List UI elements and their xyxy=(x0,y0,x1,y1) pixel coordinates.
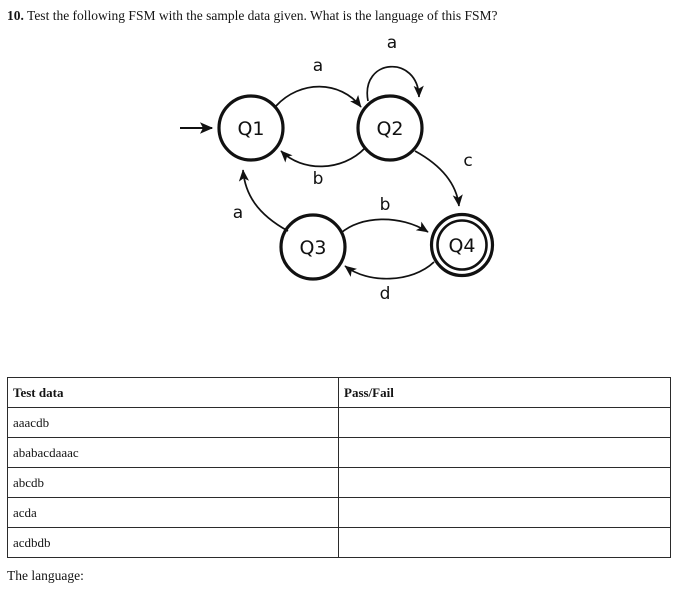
language-answer-prompt: The language: xyxy=(7,568,84,583)
test-data-table: Test data Pass/Fail aaacdb ababacdaaac a… xyxy=(7,377,671,558)
state-label-q2: Q2 xyxy=(376,118,403,140)
edge-label-q3-q1-a: a xyxy=(233,203,243,223)
transition-q3-q4: b xyxy=(340,195,429,234)
cell-test-data: acda xyxy=(7,497,339,528)
edge-label-q2-q1-b: b xyxy=(313,169,324,189)
transition-q1-q2: a xyxy=(275,56,362,108)
table-row: ababacdaaac xyxy=(7,437,671,468)
transition-q2-q1: b xyxy=(280,147,366,189)
cell-test-data: abcdb xyxy=(7,467,339,498)
edge-label-q2-self-a: a xyxy=(387,34,397,53)
table-row: acdbdb xyxy=(7,527,671,558)
fsm-state-diagram: Q1 Q2 Q3 Q4 a a b xyxy=(0,34,685,334)
state-node-q2: Q2 xyxy=(356,94,424,162)
edge-label-q3-q4-b: b xyxy=(380,195,391,215)
state-label-q1: Q1 xyxy=(237,118,264,140)
state-node-q3: Q3 xyxy=(279,213,347,281)
table-header-row: Test data Pass/Fail xyxy=(7,377,671,408)
transition-q2-q4: c xyxy=(414,150,473,207)
edge-label-q4-q3-d: d xyxy=(380,284,391,304)
transition-q4-q3: d xyxy=(344,261,435,304)
column-header-test-data: Test data xyxy=(7,377,339,408)
question-text: Test the following FSM with the sample d… xyxy=(27,8,498,23)
table-row: acda xyxy=(7,497,671,528)
state-node-q4-accepting: Q4 xyxy=(429,212,495,278)
edge-label-q2-q4-c: c xyxy=(463,151,472,171)
cell-pass-fail[interactable] xyxy=(338,467,671,498)
edge-label-q1-q2-a: a xyxy=(313,56,323,76)
question-line: 10. Test the following FSM with the samp… xyxy=(7,7,677,24)
fsm-svg-canvas: Q1 Q2 Q3 Q4 a a b xyxy=(180,34,495,304)
cell-pass-fail[interactable] xyxy=(338,497,671,528)
table-row: abcdb xyxy=(7,467,671,498)
cell-test-data: ababacdaaac xyxy=(7,437,339,468)
column-header-pass-fail: Pass/Fail xyxy=(338,377,671,408)
question-number: 10. xyxy=(7,8,24,23)
state-label-q3: Q3 xyxy=(299,237,326,259)
cell-pass-fail[interactable] xyxy=(338,527,671,558)
cell-test-data: acdbdb xyxy=(7,527,339,558)
state-node-q1: Q1 xyxy=(217,94,285,162)
cell-pass-fail[interactable] xyxy=(338,437,671,468)
cell-test-data: aaacdb xyxy=(7,407,339,438)
state-label-q4: Q4 xyxy=(448,235,475,257)
transition-q2-self-loop: a xyxy=(366,34,424,102)
table-row: aaacdb xyxy=(7,407,671,438)
transition-q3-q1: a xyxy=(233,169,289,232)
cell-pass-fail[interactable] xyxy=(338,407,671,438)
